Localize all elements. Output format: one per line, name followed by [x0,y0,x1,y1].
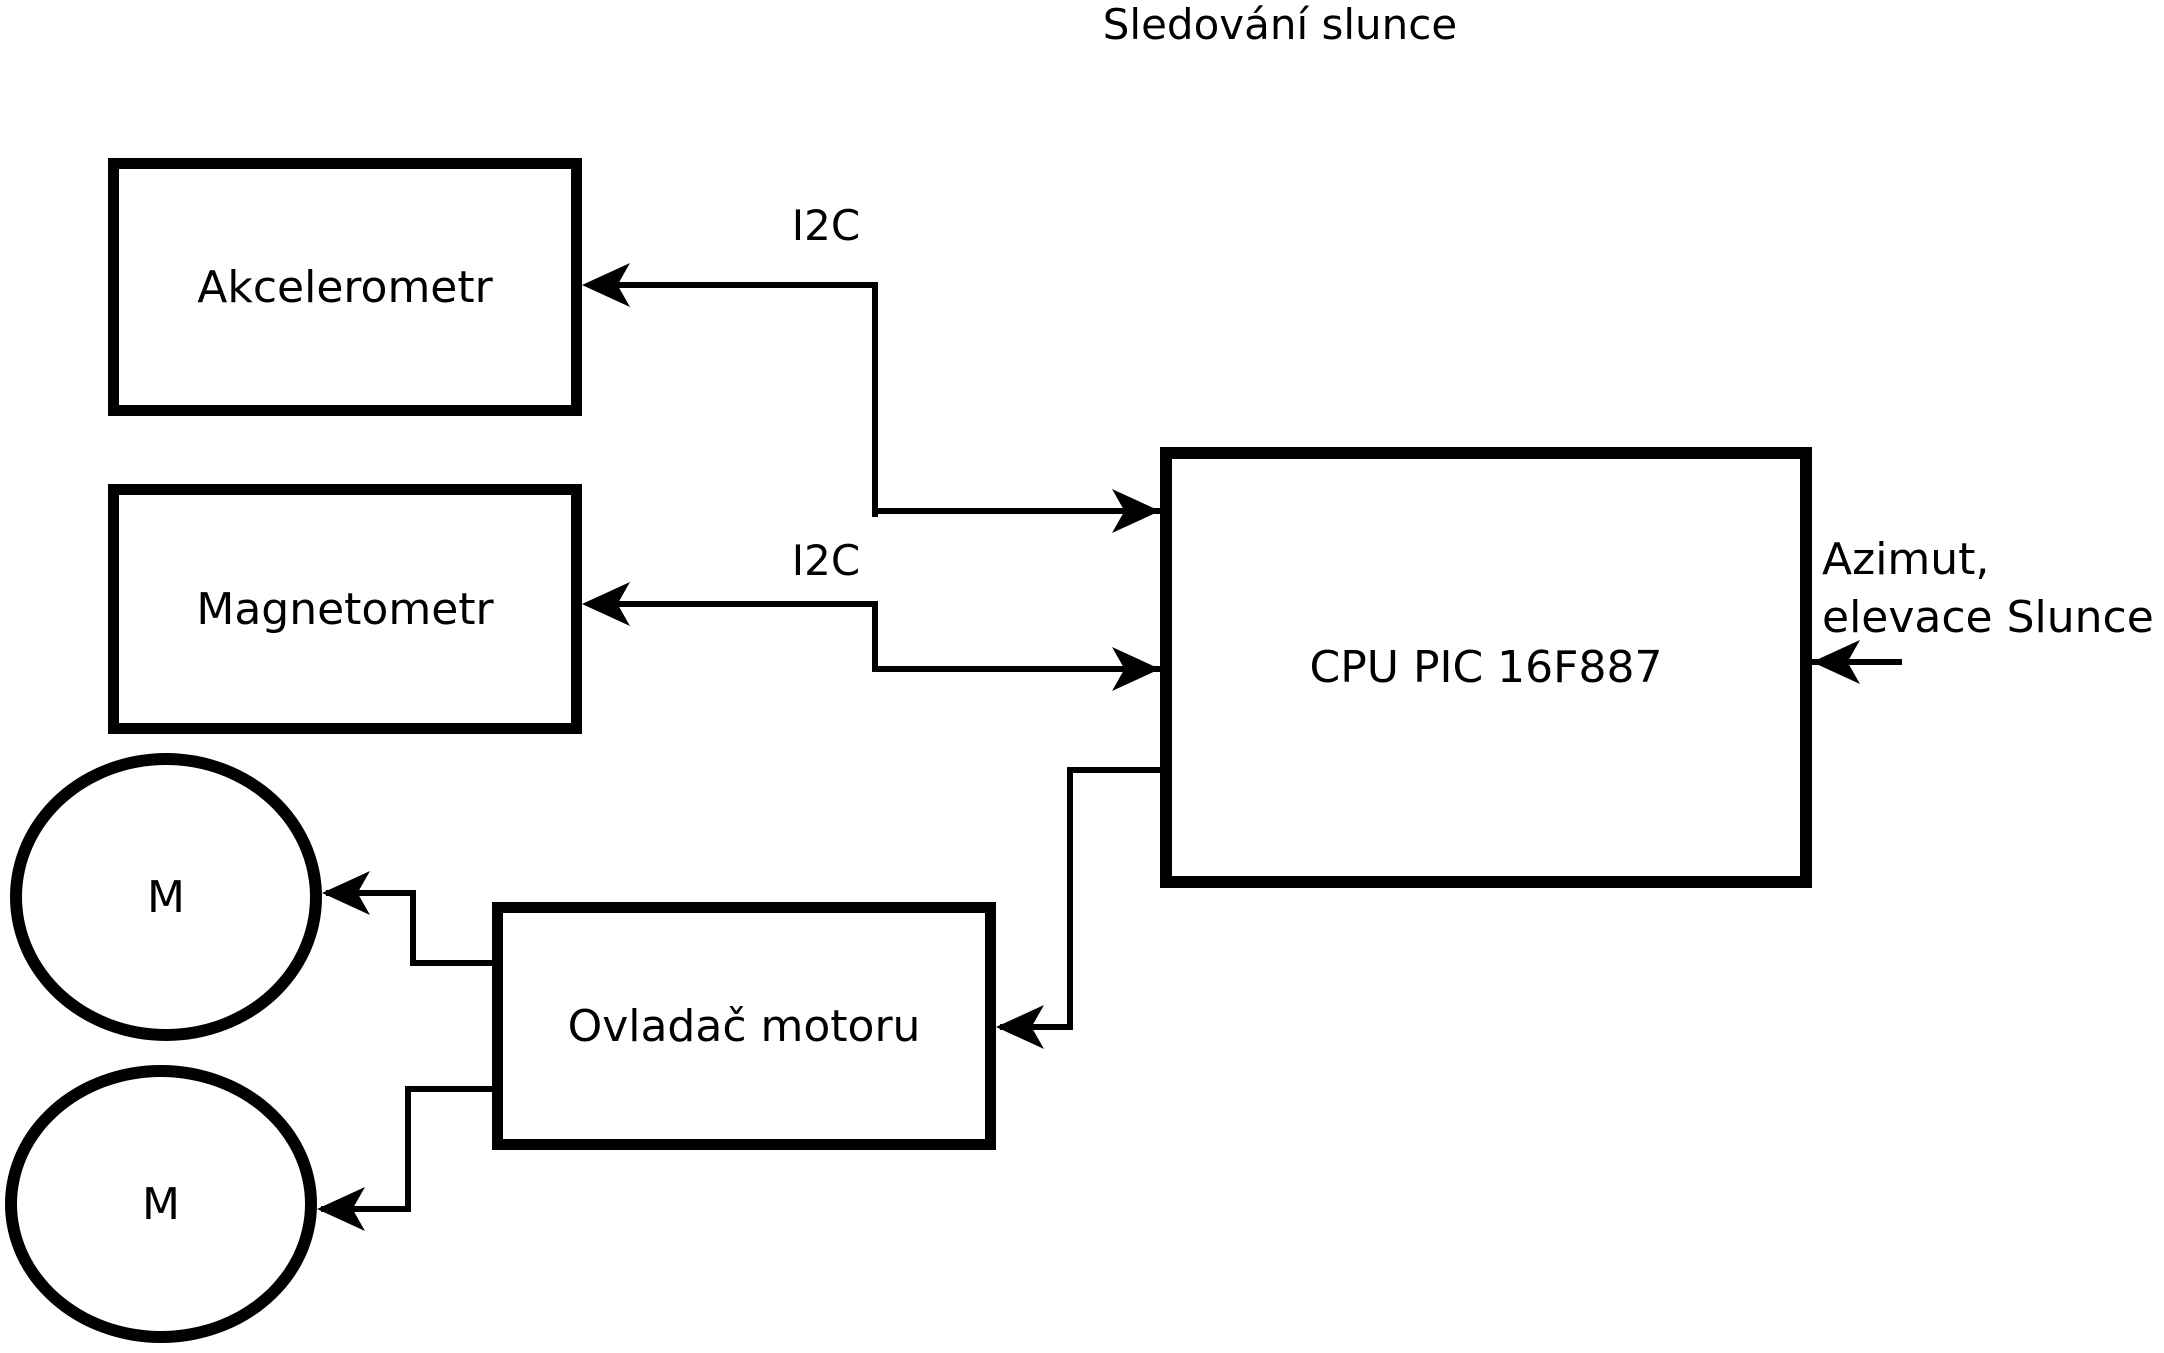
block-motor-2: M [5,1065,317,1343]
line-segment [410,960,495,966]
block-magnetometr: Magnetometr [108,484,582,734]
block-magnetometr-label: Magnetometr [196,583,494,635]
line-segment [410,890,416,966]
azimut-elevation-label: Azimut, elevace Slunce [1822,531,2154,647]
block-akcelerometr-label: Akcelerometr [197,261,493,313]
line-segment [405,1086,495,1092]
line-segment [326,890,416,896]
diagram-title: Sledování slunce [1102,0,1458,49]
i2c-label-top: I2C [791,201,861,250]
line-segment [1067,767,1160,773]
line-segment [872,666,1160,672]
block-motor-1-label: M [147,871,185,923]
block-cpu: CPU PIC 16F887 [1160,447,1812,888]
line-segment [1067,767,1073,1030]
line-segment [590,282,878,288]
line-segment [872,508,1160,514]
block-motor-1: M [10,753,322,1041]
block-cpu-label: CPU PIC 16F887 [1309,642,1663,693]
line-segment [590,601,878,607]
line-segment [405,1086,411,1212]
azimut-elevation-line2: elevace Slunce [1822,592,2154,643]
line-segment [1812,659,1902,665]
block-motor-controller: Ovladač motoru [492,902,996,1150]
line-segment [872,601,878,672]
line-segment [1000,1024,1073,1030]
line-segment [872,282,878,517]
azimut-elevation-line1: Azimut, [1822,534,1990,585]
block-motor-controller-label: Ovladač motoru [567,1000,921,1052]
block-akcelerometr: Akcelerometr [108,158,582,416]
i2c-label-bottom: I2C [791,536,861,585]
line-segment [321,1206,411,1212]
block-motor-2-label: M [142,1178,180,1230]
